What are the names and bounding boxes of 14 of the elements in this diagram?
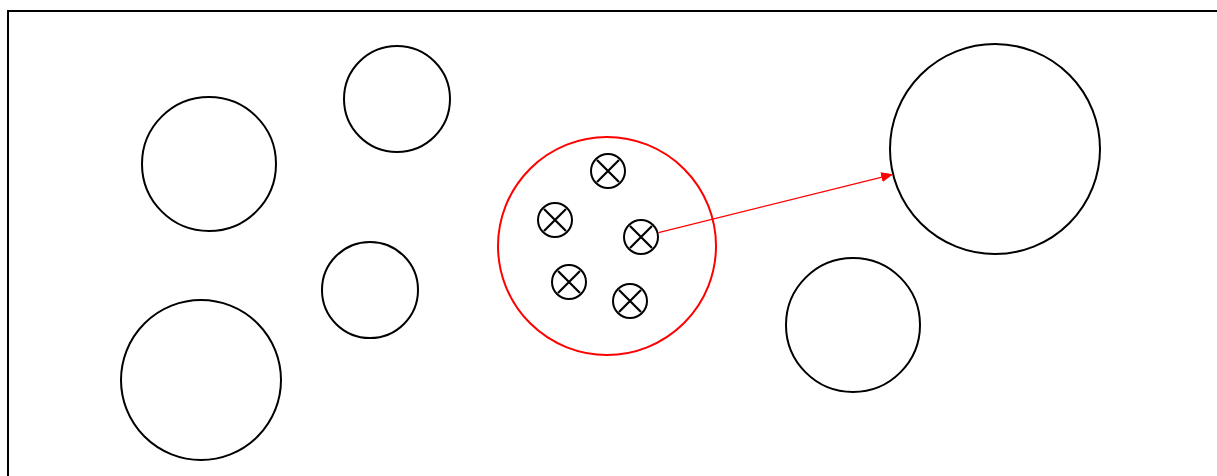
circle (141, 96, 277, 232)
crossed-circle-symbol (590, 153, 626, 189)
crossed-circle-symbol (612, 283, 648, 319)
crossed-circle-symbol (623, 219, 659, 255)
circle (497, 136, 717, 356)
arrow (657, 172, 894, 234)
circle (120, 299, 282, 461)
circle (785, 257, 921, 393)
circle (889, 43, 1101, 255)
circle (343, 45, 451, 153)
crossed-circle-symbol (537, 202, 573, 238)
circle (321, 241, 419, 339)
crossed-circle-symbol (551, 264, 587, 300)
frame-box (7, 10, 1217, 476)
